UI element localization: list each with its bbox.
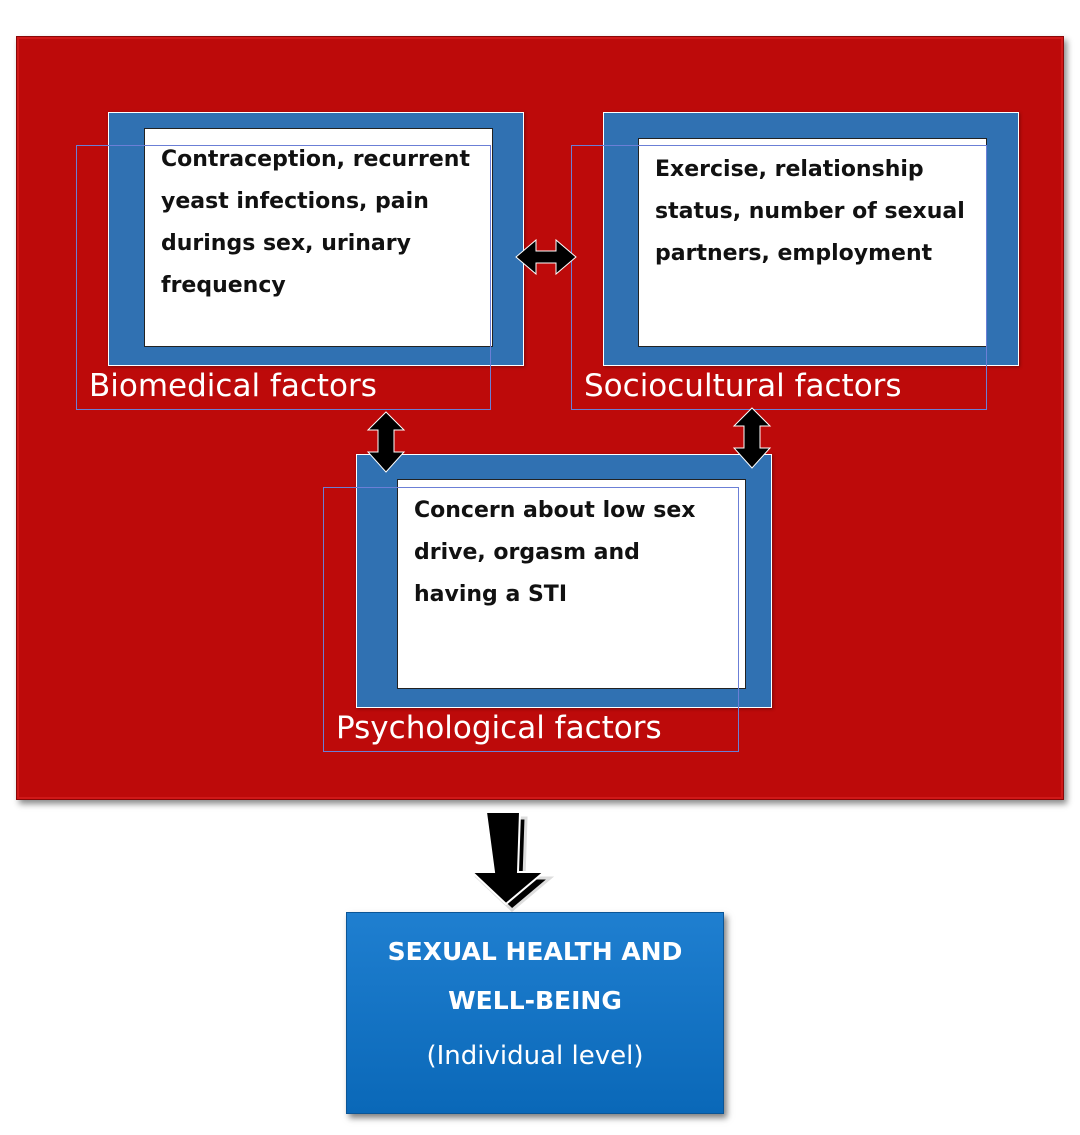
- psychological-text: Concern about low sex drive, orgasm and …: [414, 498, 696, 607]
- outcome-box: SEXUAL HEALTH AND WELL-BEING (Individual…: [346, 912, 724, 1114]
- sociocultural-box: Exercise, relationship status, number of…: [638, 138, 987, 347]
- sociocultural-text: Exercise, relationship status, number of…: [655, 157, 965, 266]
- biomedical-label: Biomedical factors: [89, 368, 377, 404]
- down-arrow-icon: [469, 811, 555, 913]
- biomedical-box: Contraception, recurrent yeast infection…: [144, 128, 493, 347]
- psychological-label: Psychological factors: [336, 710, 662, 746]
- biomedical-sociocultural-arrow: [515, 238, 577, 276]
- psychological-outline: [323, 487, 739, 752]
- sociocultural-psychological-arrow: [732, 407, 772, 469]
- outcome-level: (Individual level): [426, 1041, 644, 1071]
- outcome-title: SEXUAL HEALTH AND WELL-BEING: [387, 937, 683, 1015]
- sociocultural-outline: [571, 145, 987, 410]
- biomedical-text: Contraception, recurrent yeast infection…: [161, 147, 470, 298]
- sociocultural-label: Sociocultural factors: [584, 368, 902, 404]
- biomedical-outline: [76, 145, 491, 410]
- biomedical-psychological-arrow: [366, 411, 406, 473]
- psychological-box: Concern about low sex drive, orgasm and …: [397, 479, 746, 689]
